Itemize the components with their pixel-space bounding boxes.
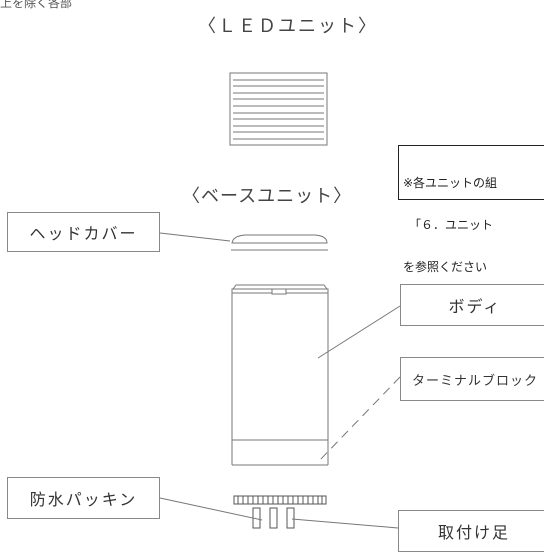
mounting-feet-drawing bbox=[252, 507, 295, 529]
led-unit-drawing bbox=[229, 72, 328, 146]
head-cover-label: ヘッドカバー bbox=[7, 212, 160, 252]
body-drawing bbox=[231, 284, 329, 466]
note-line-1: ※各ユニットの組 bbox=[403, 176, 498, 190]
body-label: ボディ bbox=[400, 284, 544, 326]
header-partial: 上を除く各部 bbox=[0, 0, 73, 10]
terminal-block-leader bbox=[317, 376, 401, 463]
note-line-3: を参照ください bbox=[403, 260, 488, 274]
terminal-block-drawing bbox=[233, 495, 327, 505]
leader-lines bbox=[159, 232, 401, 529]
waterproof-packing-label: 防水パッキン bbox=[7, 477, 160, 519]
reference-note: ※各ユニットの組 「６．ユニット を参照ください bbox=[398, 145, 544, 274]
head-cover-drawing bbox=[231, 234, 328, 251]
waterproof-packing-leader bbox=[159, 497, 263, 521]
head-cover-leader bbox=[159, 232, 231, 242]
body-leader bbox=[317, 305, 401, 359]
note-line-2: 「６．ユニット bbox=[409, 218, 494, 232]
mounting-feet-leader bbox=[291, 518, 399, 529]
base-unit-title: 〈ベースユニット〉 bbox=[182, 186, 353, 207]
mounting-feet-label: 取付け足 bbox=[398, 510, 544, 552]
terminal-block-label: ターミナルブロック bbox=[400, 357, 544, 401]
led-unit-title: 〈ＬＥＤユニット〉 bbox=[198, 16, 378, 37]
